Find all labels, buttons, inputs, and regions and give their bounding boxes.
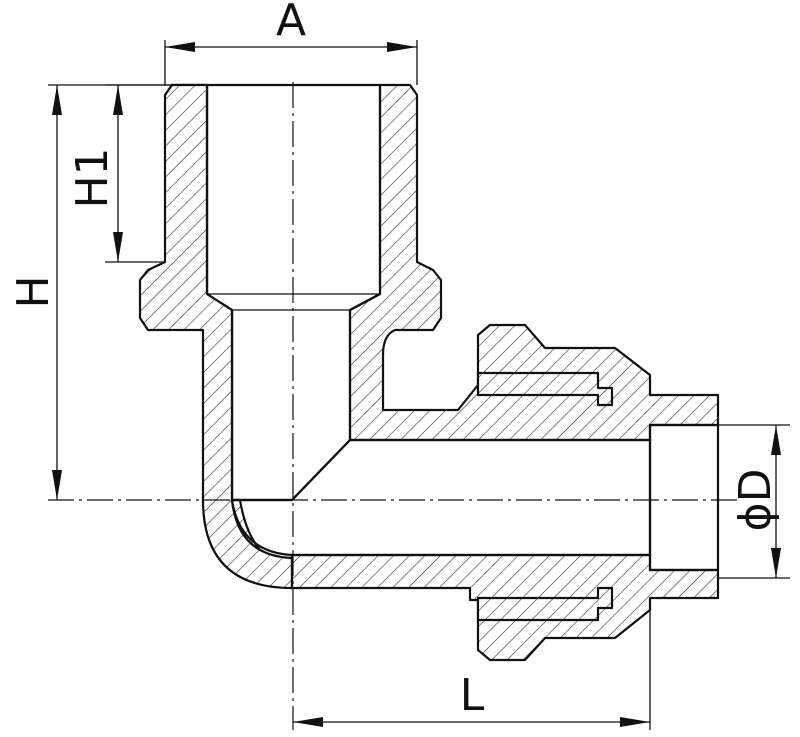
left-outer-wall bbox=[138, 83, 294, 590]
outlet-bore bbox=[648, 423, 720, 572]
bore bbox=[205, 83, 720, 572]
upper-insert bbox=[476, 371, 614, 407]
dimension-label-a: A bbox=[276, 0, 306, 46]
dimension-label-d: ϕD bbox=[730, 469, 781, 532]
dimension-h: H bbox=[8, 84, 172, 500]
dimension-h1: H1 bbox=[67, 84, 172, 263]
center-lines bbox=[48, 82, 740, 730]
fitting-section bbox=[138, 83, 720, 662]
dimension-label-h1: H1 bbox=[67, 147, 118, 208]
dimension-label-l: L bbox=[460, 670, 485, 721]
dimension-l: L bbox=[293, 598, 651, 730]
dimension-label-h: H bbox=[8, 275, 59, 308]
dimension-a: A bbox=[164, 0, 418, 85]
dimension-d: ϕD bbox=[718, 424, 790, 579]
lower-insert bbox=[476, 586, 614, 622]
horizontal-bore bbox=[230, 438, 652, 557]
